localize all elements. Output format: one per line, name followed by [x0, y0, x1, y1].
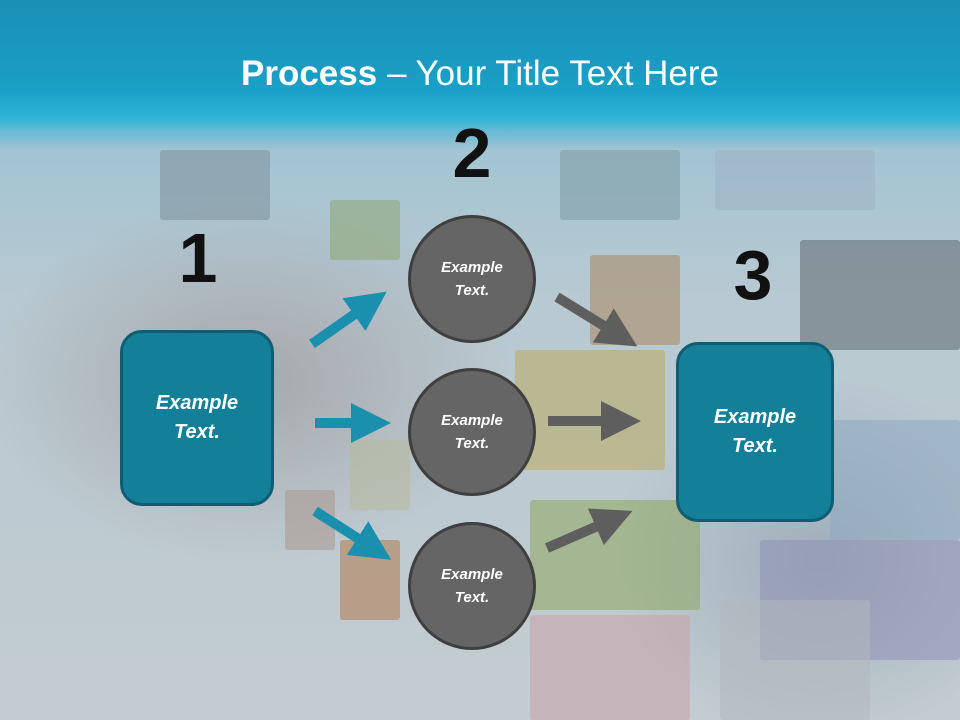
circle-bottom-line2: Text. [454, 589, 490, 606]
arrow-to-bottom-circle [312, 506, 392, 560]
circle-top: Example Text. [408, 215, 536, 343]
bg-tile [715, 150, 875, 210]
circle-bottom-line1: Example [441, 566, 503, 583]
left-box-line1: Example [155, 392, 239, 414]
bg-tile [560, 150, 680, 220]
bg-tile [720, 600, 870, 720]
title-band [0, 0, 960, 150]
step-number-3: 3 [733, 236, 773, 314]
step-number-2: 2 [452, 114, 492, 192]
title-bold: Process [241, 54, 378, 93]
circle-middle: Example Text. [408, 368, 536, 496]
bg-tile [530, 615, 690, 720]
left-box-line2: Text. [174, 421, 220, 443]
arrow-bottom-to-box [545, 508, 633, 553]
arrow-to-top-circle [309, 291, 387, 349]
circle-top-line1: Example [441, 259, 503, 276]
right-box-line1: Example [713, 406, 797, 428]
bg-tile [830, 420, 960, 540]
circle-bottom: Example Text. [408, 522, 536, 650]
left-step-box: Example Text. [120, 330, 274, 506]
bg-tile [330, 200, 400, 260]
right-box-line2: Text. [732, 435, 778, 457]
circle-middle-line2: Text. [454, 435, 490, 452]
circle-middle-line1: Example [441, 412, 503, 429]
circle-top-line2: Text. [454, 282, 490, 299]
arrow-top-to-box [554, 292, 638, 347]
title-rest: – Your Title Text Here [377, 54, 719, 93]
bg-tile [350, 440, 410, 510]
slide-title: Process – Your Title Text Here [0, 52, 960, 96]
bg-tile [160, 150, 270, 220]
bg-tile [800, 240, 960, 350]
right-step-box: Example Text. [676, 342, 834, 522]
step-number-1: 1 [178, 219, 218, 297]
